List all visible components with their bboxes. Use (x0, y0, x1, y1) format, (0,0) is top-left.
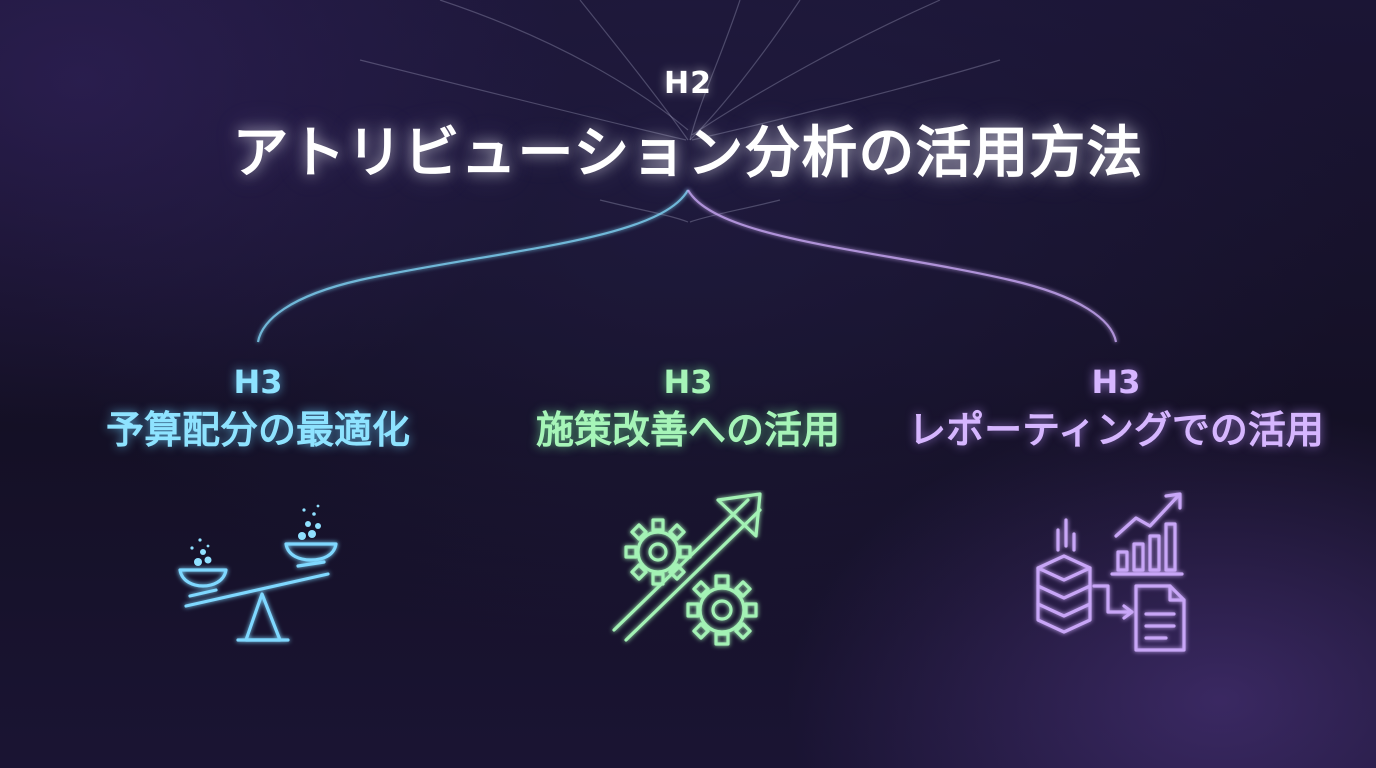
gear-growth-arrow-icon (600, 490, 780, 660)
h3-tag: H3 (663, 363, 713, 401)
section-budget: H3 予算配分の最適化 (38, 360, 478, 456)
background-strands (359, 0, 1001, 223)
connector-left (256, 189, 689, 343)
page-title: アトリビューション分析の活用方法 (232, 121, 1144, 186)
h3-tag: H3 (233, 363, 283, 401)
data-report-chart-icon (1024, 490, 1204, 660)
balance-scale-icon (168, 490, 348, 660)
connector-right (687, 189, 1118, 343)
h2-tag: H2 (664, 66, 712, 101)
section-label: 予算配分の最適化 (105, 408, 410, 452)
h3-tag: H3 (1091, 363, 1141, 401)
section-label: レポーティングでの活用 (908, 408, 1324, 452)
section-label: 施策改善への活用 (535, 408, 840, 452)
section-reporting: H3 レポーティングでの活用 (896, 360, 1336, 456)
section-improvement: H3 施策改善への活用 (468, 360, 908, 456)
